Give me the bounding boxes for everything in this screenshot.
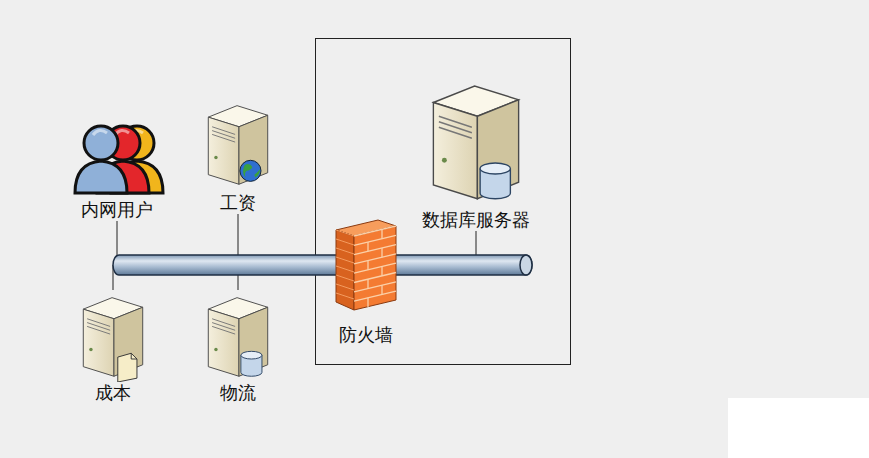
icon-shape [354,226,396,310]
icon-shape [336,248,354,254]
icon-shape [439,116,472,127]
icon-shape [381,267,382,276]
icon-shape [381,248,382,257]
icon-shape [131,353,137,359]
icon-shape [214,156,217,159]
icon-shape [89,348,92,351]
icon-shape [212,131,235,139]
icon-shape [480,163,510,174]
icon-shape [239,115,268,184]
white-corner [728,398,869,458]
icon-shape [336,293,354,299]
network-node: 数据库服务器 [401,75,551,231]
server-db-icon [205,290,271,382]
icon-shape [477,100,518,199]
icon-shape [336,230,354,310]
icon-shape [354,235,396,245]
users-icon [65,105,169,197]
icon-shape [87,319,110,327]
node-label: 成本 [93,382,133,404]
node-label: 物流 [218,382,258,404]
network-node: 物流 [198,290,278,404]
icon-shape [212,319,235,327]
icon-shape [354,226,396,236]
icon-shape [118,353,137,382]
icon-shape [367,242,368,251]
icon-shape [433,103,477,199]
icon-shape [354,273,396,283]
icon-shape [212,134,235,142]
icon-shape [367,298,368,307]
node-label: 工资 [218,192,258,214]
icon-shape [442,158,447,163]
icon-shape [93,130,107,135]
icon-shape [254,169,260,178]
icon-shape [336,284,354,290]
icon-shape [212,326,235,334]
bus-pipe [113,255,532,275]
icon-shape [336,275,354,281]
icon-shape [439,127,472,138]
icon-shape [336,266,354,272]
server-web-icon [205,98,271,190]
icon-shape [208,117,239,184]
icon-shape [83,309,114,376]
node-label: 防火墙 [337,324,395,346]
bus-pipe-end [520,255,532,275]
icon-shape [354,263,396,273]
network-node: 工资 [198,98,278,214]
icon-shape [367,261,368,270]
network-node: 防火墙 [326,218,406,346]
icon-shape [240,160,261,181]
icon-shape [241,351,262,359]
icon-shape [214,348,217,351]
icon-shape [87,326,110,334]
icon-shape [212,323,235,331]
node-label: 内网用户 [79,199,155,221]
icon-shape [75,161,127,193]
icon-shape [354,254,396,264]
dmz-frame [316,39,571,365]
icon-shape [212,127,235,135]
network-node: 内网用户 [57,105,177,221]
firewall-icon [334,218,398,312]
icon-shape [381,285,382,294]
icon-shape [336,257,354,263]
icon-shape [439,122,472,133]
icon-shape [84,126,118,160]
icon-shape [243,164,252,178]
icon-shape [208,309,239,376]
icon-shape [87,323,110,331]
icon-shape [367,279,368,288]
icon-shape [354,282,396,292]
icon-shape [336,230,354,236]
server-db-big-icon [426,75,526,207]
icon-shape [354,291,396,301]
icon-shape [336,239,354,245]
icon-shape [354,245,396,255]
icon-shape [239,307,268,376]
icon-shape [381,229,382,238]
node-label: 数据库服务器 [420,209,532,231]
network-node: 成本 [73,290,153,404]
server-doc-icon [80,290,146,382]
